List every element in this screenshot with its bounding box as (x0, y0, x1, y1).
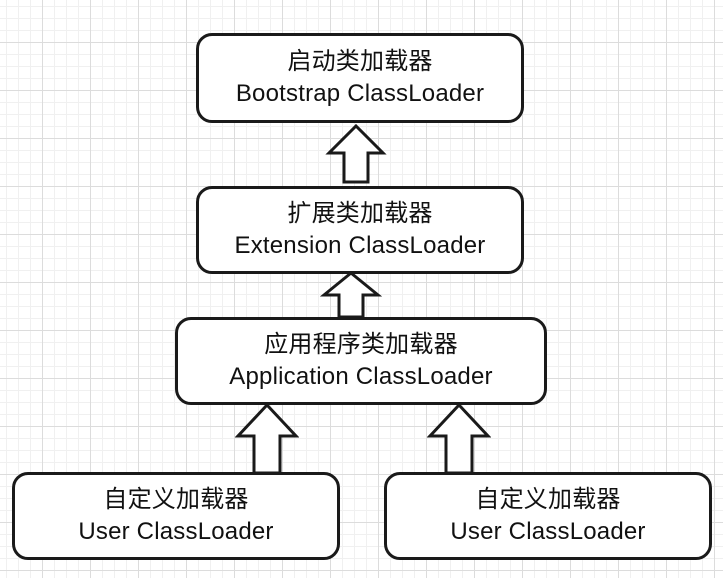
application-en-label: Application ClassLoader (229, 363, 493, 390)
arrow-user-left-to-application (235, 403, 299, 475)
extension-en-label: Extension ClassLoader (234, 232, 486, 259)
user-left-en-label: User ClassLoader (78, 518, 274, 545)
extension-zh-label: 扩展类加载器 (287, 200, 433, 227)
user-right-zh-label: 自定义加载器 (475, 486, 621, 513)
bootstrap-zh-label: 启动类加载器 (287, 48, 433, 75)
user-classloader-node-right: 自定义加载器 User ClassLoader (384, 472, 712, 560)
arrow-extension-to-bootstrap (325, 124, 387, 184)
arrow-user-right-to-application (427, 403, 491, 475)
arrow-application-to-extension (320, 271, 382, 319)
user-classloader-node-left: 自定义加载器 User ClassLoader (12, 472, 340, 560)
application-classloader-node: 应用程序类加载器 Application ClassLoader (175, 317, 547, 405)
user-left-zh-label: 自定义加载器 (103, 486, 249, 513)
bootstrap-en-label: Bootstrap ClassLoader (235, 80, 485, 107)
application-zh-label: 应用程序类加载器 (264, 331, 458, 358)
user-right-en-label: User ClassLoader (450, 518, 646, 545)
extension-classloader-node: 扩展类加载器 Extension ClassLoader (196, 186, 524, 274)
bootstrap-classloader-node: 启动类加载器 Bootstrap ClassLoader (196, 33, 524, 123)
